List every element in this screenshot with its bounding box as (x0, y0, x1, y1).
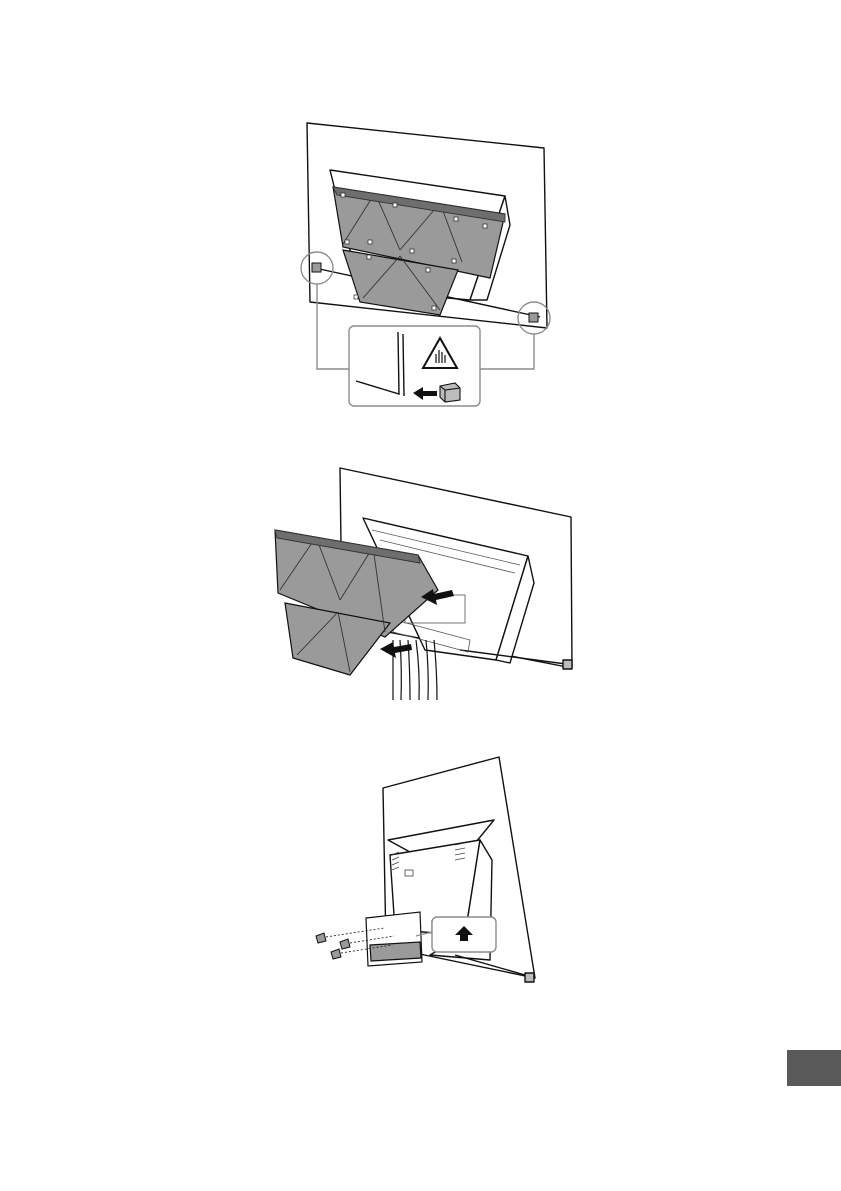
foot-cap-icon (440, 383, 460, 402)
screw-icon (316, 933, 350, 959)
page-edge-tab (787, 1050, 841, 1086)
